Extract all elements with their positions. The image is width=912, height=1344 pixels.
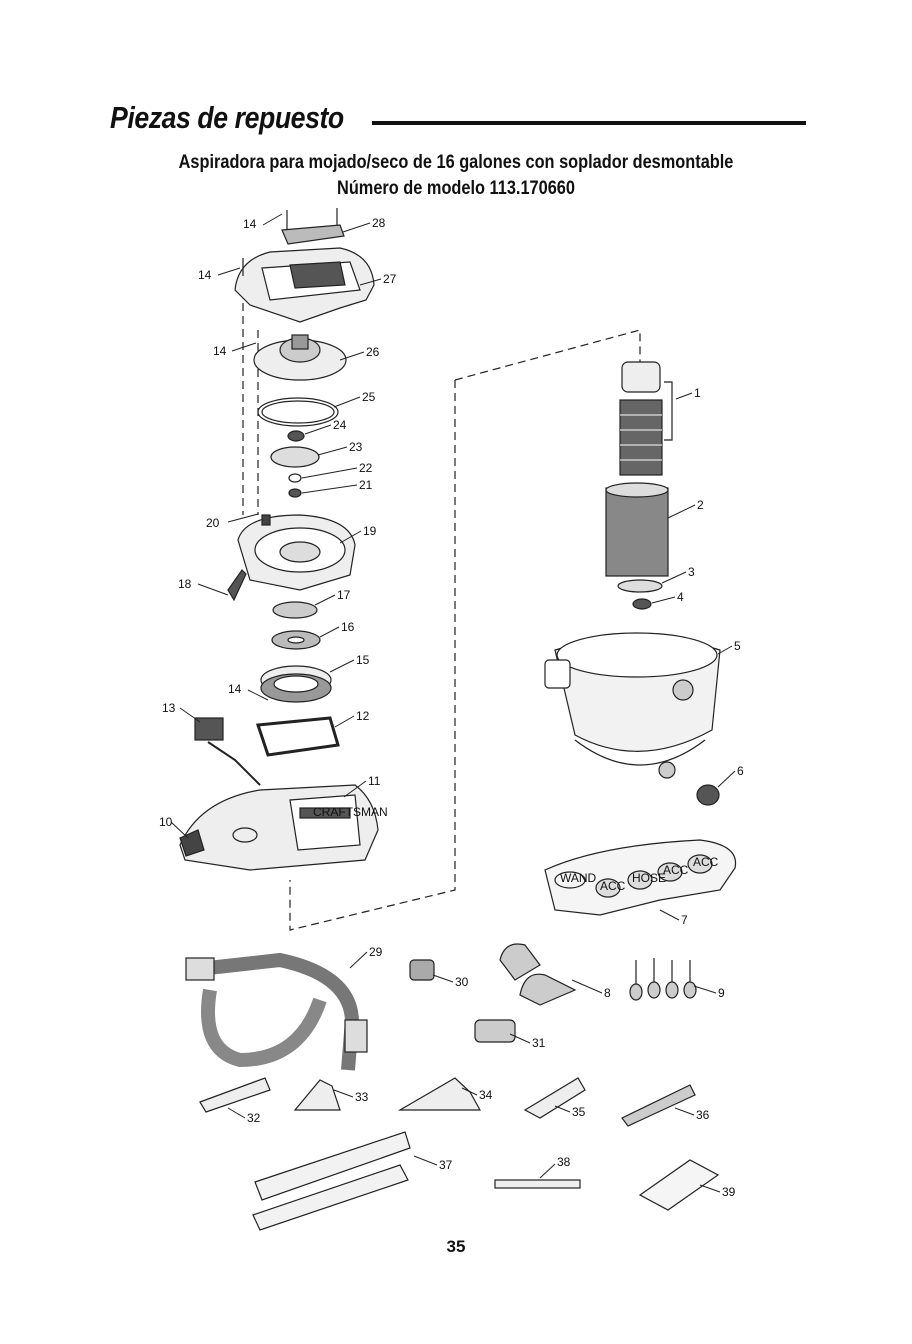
part-number: 34 <box>479 1088 493 1102</box>
part-number: 16 <box>341 620 355 634</box>
part-number: 11 <box>368 774 381 788</box>
part-33-utility-nozzle <box>293 1079 341 1111</box>
part-number: 9 <box>718 986 725 1000</box>
part-number: 1 <box>694 386 701 400</box>
part-15-diffuser <box>260 665 332 703</box>
part-number: 21 <box>359 478 373 492</box>
part-number: 14 <box>198 268 212 282</box>
part-18-cord-clip <box>227 569 247 602</box>
part-number: 38 <box>557 1155 571 1169</box>
page-number: 35 <box>446 1237 466 1256</box>
part-number: 30 <box>455 975 469 989</box>
part-39-manual <box>638 1159 720 1211</box>
part-4-nut <box>632 598 652 610</box>
part-number: 15 <box>356 653 370 667</box>
part-number: 8 <box>604 986 611 1000</box>
part-number: 35 <box>572 1105 586 1119</box>
part-number: 31 <box>532 1036 546 1050</box>
part-number: 12 <box>356 709 370 723</box>
part-19-motor-base <box>237 514 356 591</box>
part-number: 26 <box>366 345 380 359</box>
part-8-caddy-holders <box>499 943 577 1006</box>
part-32-nozzle <box>199 1077 271 1113</box>
caddy-label-acc-1: ACC <box>600 879 626 893</box>
part-25-gasket <box>257 397 339 427</box>
part-number: 14 <box>228 682 242 696</box>
part-27-motor-cover <box>234 247 375 323</box>
caddy-control-labels: WAND ACC HOSE ACC ACC <box>560 855 719 893</box>
part-number: 27 <box>383 272 397 286</box>
part-number: 39 <box>722 1185 736 1199</box>
caddy-label-hose: HOSE <box>632 871 666 885</box>
part-28-handle-cap <box>281 208 345 245</box>
part-38-hardware-strip <box>494 1179 581 1189</box>
leader-lines <box>170 213 736 1193</box>
caddy-label-acc-3: ACC <box>693 855 719 869</box>
part-number: 5 <box>734 639 741 653</box>
part-number: 25 <box>362 390 376 404</box>
caddy-label-wand: WAND <box>560 871 597 885</box>
part-number-labels: 14 28 14 27 14 26 25 24 23 22 21 20 19 1… <box>159 216 744 1199</box>
product-brand-label: CRAFTSMAN <box>313 805 388 819</box>
part-number: 29 <box>369 945 383 959</box>
part-16-seal <box>271 630 321 650</box>
part-number: 13 <box>162 701 176 715</box>
part-23-impeller <box>270 446 320 468</box>
part-number: 19 <box>363 524 377 538</box>
part-31-hose-adapter <box>474 1019 516 1043</box>
part-5-drum <box>544 632 721 779</box>
part-17-bracket <box>272 601 318 619</box>
part-9-casters <box>629 958 697 1001</box>
part-36-crevice-tool <box>621 1084 696 1127</box>
part-number: 17 <box>337 588 351 602</box>
part-number: 14 <box>243 217 257 231</box>
part-number: 33 <box>355 1090 369 1104</box>
part-12-gasket <box>255 716 340 757</box>
part-13-switch <box>194 717 261 786</box>
part-37-wands <box>252 1131 411 1231</box>
part-number: 22 <box>359 461 373 475</box>
part-number: 2 <box>697 498 704 512</box>
part-number: 28 <box>372 216 386 230</box>
part-29-hose <box>185 952 368 1071</box>
part-number: 23 <box>349 440 363 454</box>
caddy-label-acc-2: ACC <box>663 863 689 877</box>
part-34-floor-nozzle <box>397 1077 482 1111</box>
part-number: 10 <box>159 815 173 829</box>
part-number: 32 <box>247 1111 261 1125</box>
part-number: 14 <box>213 344 227 358</box>
part-number: 4 <box>677 590 684 604</box>
product-description: Aspiradora para mojado/seco de 16 galone… <box>178 152 734 173</box>
part-2-cartridge-filter <box>605 482 669 577</box>
part-6-drain-cap <box>696 784 720 806</box>
section-heading: Piezas de repuesto <box>110 100 810 144</box>
part-1-filter-cage <box>619 361 673 476</box>
part-7-caddy-base <box>544 839 737 916</box>
part-30-adapter <box>409 959 435 981</box>
part-26-motor-housing <box>253 334 347 381</box>
part-number: 36 <box>696 1108 710 1122</box>
part-number: 20 <box>206 516 220 530</box>
part-10-11-blower-housing <box>179 784 379 871</box>
part-35-crevice-nozzle <box>523 1077 586 1119</box>
part-3-lid <box>617 579 663 593</box>
title-rule <box>372 121 806 125</box>
part-number: 7 <box>681 913 688 927</box>
part-24-nut <box>287 430 305 442</box>
model-number: Número de modelo 113.170660 <box>337 178 575 199</box>
part-number: 6 <box>737 764 744 778</box>
part-number: 37 <box>439 1158 453 1172</box>
part-number: 18 <box>178 577 192 591</box>
part-number: 24 <box>333 418 347 432</box>
part-22-21-washers <box>288 473 302 498</box>
page-title: Piezas de repuesto <box>110 100 344 135</box>
part-number: 3 <box>688 565 695 579</box>
